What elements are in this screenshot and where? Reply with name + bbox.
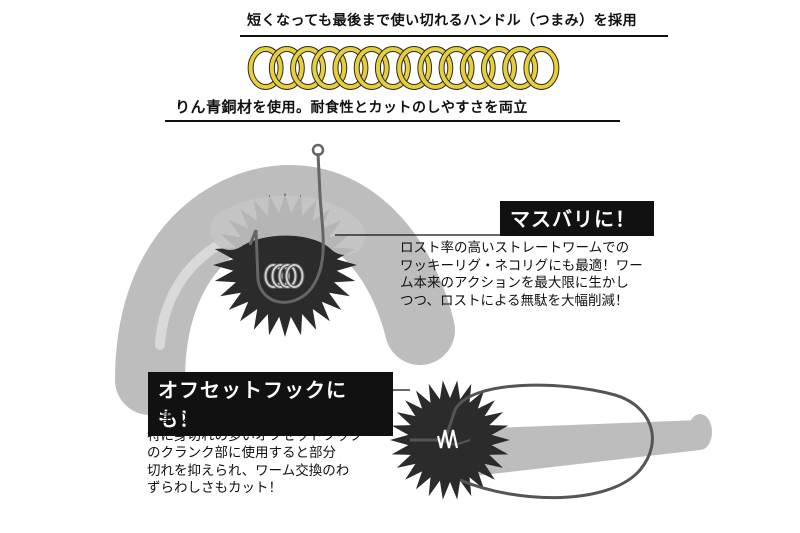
wacky-line: ワッキーリグ・ネコリグにも最適！ワー — [400, 257, 643, 274]
spring-coil-fill — [375, 47, 410, 89]
worm-curved-overlay — [210, 195, 365, 255]
offset-line: 切れを抑えられ、ワーム交換のわ — [147, 462, 350, 479]
offset-line: 特に身切れの多いオフセットフック — [147, 427, 363, 444]
worm-straight — [440, 420, 700, 480]
spring-coil-fill — [418, 47, 453, 89]
spring-coil-fill — [278, 264, 297, 288]
caption-top: 短くなっても最後まで使い切れるハンドル（つまみ）を採用 — [247, 13, 638, 29]
wacky-title-banner: マスバリに！ — [500, 201, 654, 236]
spring-coil-fill — [291, 47, 326, 89]
spring-small — [263, 263, 305, 289]
spring-coil-fill — [460, 47, 495, 89]
wacky-hook — [254, 152, 325, 304]
caption-bottom: りん青銅材を使用。耐食性とカットのしやすさを両立 — [175, 96, 528, 117]
wacky-line: つつ、ロストによる無駄を大幅削減！ — [400, 292, 629, 309]
spring-coil-fill — [397, 47, 432, 89]
caption-bottom-bold: りん青銅材 — [175, 98, 253, 116]
spring-coil-fill — [354, 47, 389, 89]
offset-hook-crank — [439, 439, 471, 447]
spring-large — [247, 46, 560, 90]
spring-zigzag — [436, 429, 459, 449]
spring-coil-fill — [248, 47, 283, 89]
offset-line: のクランク部に使用すると部分 — [147, 445, 336, 461]
spring-coil-fill — [503, 47, 538, 89]
spring-zigzag-wire — [436, 429, 459, 449]
offset-line: ずらわしさもカット！ — [147, 480, 282, 496]
offset-title-banner: オフセットフックにも！ — [148, 372, 393, 436]
wacky-line: ム本来のアクションを最大限に生かし — [400, 275, 629, 291]
spring-coil-fill — [481, 47, 516, 89]
spring-coil-fill — [269, 47, 304, 89]
caption-bottom-underline — [165, 120, 620, 122]
spring-coil-fill — [524, 47, 559, 89]
spring-coil-fill — [333, 47, 368, 89]
offset-line: 自重のある大きめのワームの場合、 — [147, 410, 363, 426]
worm-straight-tip — [688, 414, 712, 450]
hook-barb — [248, 229, 258, 246]
hook-eye — [311, 143, 325, 157]
caption-top-underline — [240, 35, 668, 37]
spring-coil-fill — [312, 47, 347, 89]
offset-description: 自重のある大きめのワームの場合、 特に身切れの多いオフセットフック のクランク部… — [147, 410, 363, 498]
spring-coil-fill — [439, 47, 474, 89]
wacky-line: ロスト率の高いストレートワームでの — [400, 240, 630, 256]
caption-bottom-rest: を使用。耐食性とカットのしやすさを両立 — [252, 100, 528, 116]
spring-coil-fill — [285, 264, 304, 288]
wacky-description: ロスト率の高いストレートワームでの ワッキーリグ・ネコリグにも最適！ワー ム本来… — [400, 240, 643, 310]
offset-hook — [410, 383, 654, 500]
